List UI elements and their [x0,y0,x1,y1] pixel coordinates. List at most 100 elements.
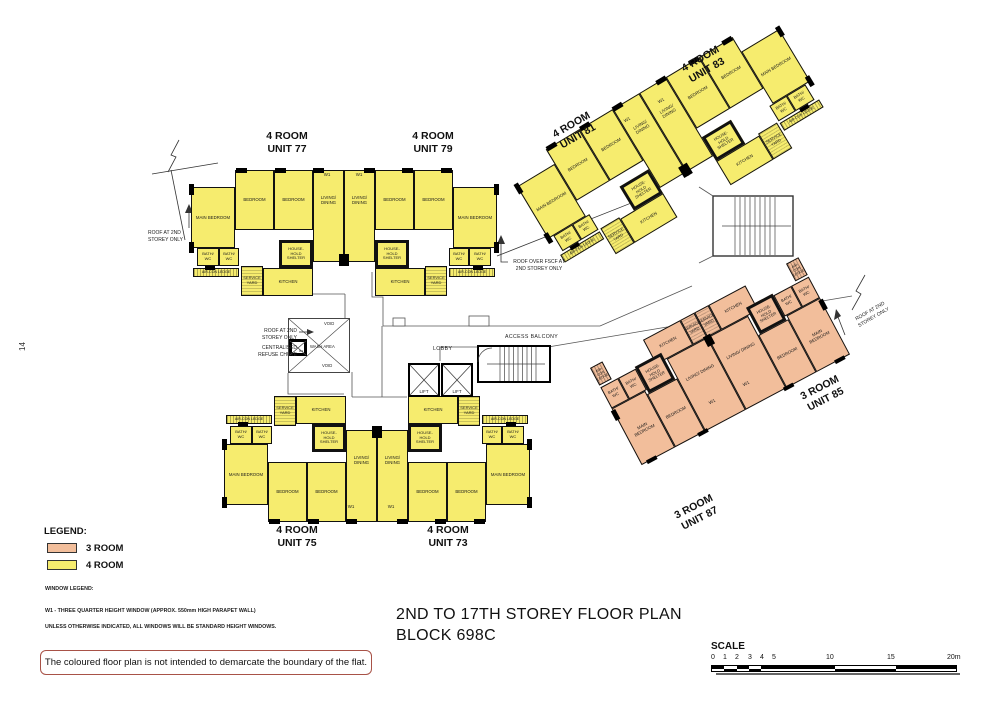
room-bath_wc: BATH/ WC [252,426,272,444]
room-living_dining: LIVING/ DINING [377,430,408,522]
wall-column [441,168,452,173]
room-bath_wc: BATH/ WC [482,426,502,444]
room-service_yard: SERVICE YARD [458,396,480,426]
room-kitchen: KITCHEN [408,396,458,424]
wash-area-label: WASH AREA [310,344,335,349]
room-main_bedroom: MAIN BEDROOM [453,187,497,248]
room-main_bedroom: MAIN BEDROOM [486,444,530,505]
room-kitchen: KITCHEN [263,268,313,296]
legend-swatch-4room [47,560,77,570]
lift-shaft-1: LIFT [408,363,440,397]
wall-column [473,266,483,270]
room-bath_wc: BATH/ WC [449,248,469,266]
room-service_yard: SERVICE YARD [274,396,296,426]
room-living_dining: LIVING/ DINING [313,170,344,262]
legend-label-4room: 4 ROOM [86,560,124,571]
staircase-upper [698,186,794,264]
wall-column [506,422,516,426]
wall-column [222,497,227,508]
annotation-refuse-chute: CENTRALISED REFUSE CHUTE [258,345,297,358]
block-title: BLOCK 698C [396,627,496,644]
window-legend-note1: W1 - THREE QUARTER HEIGHT WINDOW (APPROX… [45,608,256,614]
legend-heading: LEGEND: [44,526,87,537]
wall-column [343,254,349,266]
w1-mark: W1 [387,504,395,509]
legend-swatch-3room [47,543,77,553]
wall-column [376,426,382,438]
wall-column [189,184,194,195]
wall-column [238,422,248,426]
room-aircon_ledge: AIR-CON LEDGE [193,268,239,277]
wall-column [189,242,194,253]
room-aircon_ledge: AIR-CON LEDGE [482,415,528,424]
disclaimer-note: The coloured floor plan is not intended … [40,650,372,675]
room-living_dining: LIVING/ DINING [344,170,375,262]
annotation-roof-right: ROOF AT 2ND STOREY ONLY [854,300,891,329]
w1-mark: W1 [355,172,363,177]
room-kitchen: KITCHEN [375,268,425,296]
room-bath_wc: BATH/ WC [197,248,219,266]
page-number: 14 [17,342,27,351]
wall-column [474,519,485,524]
wall-column [346,519,357,524]
lift-label: LIFT [452,389,462,394]
access-balcony-label: ACCESS BALCONY [505,334,559,340]
unit-label-87: 3 ROOM UNIT 87 [672,492,720,533]
scale-bar: SCALE 0 1 2 3 4 5 10 15 20m [711,641,961,681]
room-household_shelter: HOUSE- HOLD SHELTER [408,424,442,452]
room-bedroom: BEDROOM [414,170,453,230]
wall-column [275,168,286,173]
wall-column [527,497,532,508]
room-aircon_ledge: AIR-CON LEDGE [449,268,495,277]
wall-column [402,168,413,173]
room-bedroom: BEDROOM [268,462,307,522]
room-household_shelter: HOUSE- HOLD SHELTER [279,240,313,268]
wall-column [205,266,215,270]
unit-label-77: 4 ROOM UNIT 77 [266,130,308,156]
plan-title: 2ND TO 17TH STOREY FLOOR PLAN [396,606,682,623]
room-kitchen: KITCHEN [296,396,346,424]
scale-shadow [716,673,960,675]
wall-column [494,242,499,253]
w1-mark: W1 [323,172,331,177]
lift-shaft-2: LIFT [441,363,473,397]
annotation-roof-refuse: ROOF AT 2ND STOREY ONLY [261,328,297,341]
annotation-roof-fscf: ROOF OVER FSCF AT 2ND STOREY ONLY [513,259,565,272]
wall-column [222,439,227,450]
room-bath_wc: BATH/ WC [469,248,491,266]
wall-column [397,519,408,524]
room-service_yard: SERVICE YARD [425,266,447,296]
w1-mark: W1 [347,504,355,509]
wall-column [269,519,280,524]
wall-column [308,519,319,524]
room-bedroom: BEDROOM [447,462,486,522]
void-label-bottom: VOID [322,363,333,368]
void-label-top: VOID [324,321,335,326]
wall-column [313,168,324,173]
room-living_dining: LIVING/ DINING [346,430,377,522]
annotation-roof-top-left: ROOF AT 2ND STOREY ONLY [148,230,184,243]
room-bedroom: BEDROOM [375,170,414,230]
staircase-main [477,345,551,383]
room-household_shelter: HOUSE- HOLD SHELTER [312,424,346,452]
scale-heading: SCALE [711,641,745,652]
unit-label-79: 4 ROOM UNIT 79 [412,130,454,156]
unit-label-75: 4 ROOM UNIT 75 [276,524,318,550]
window-legend-note2: UNLESS OTHERWISE INDICATED, ALL WINDOWS … [45,624,277,630]
wall-column [494,184,499,195]
wall-column [236,168,247,173]
room-bedroom: BEDROOM [235,170,274,230]
room-bath_wc: BATH/ WC [219,248,239,266]
room-bedroom: BEDROOM [274,170,313,230]
wall-column [364,168,375,173]
room-aircon_ledge: AIR-CON LEDGE [226,415,272,424]
wall-column [372,426,378,438]
scale-ruler [711,665,957,672]
window-legend-heading: WINDOW LEGEND: [45,586,94,592]
room-bedroom: BEDROOM [307,462,346,522]
legend-label-3room: 3 ROOM [86,543,124,554]
lobby-label: LOBBY [433,346,453,352]
